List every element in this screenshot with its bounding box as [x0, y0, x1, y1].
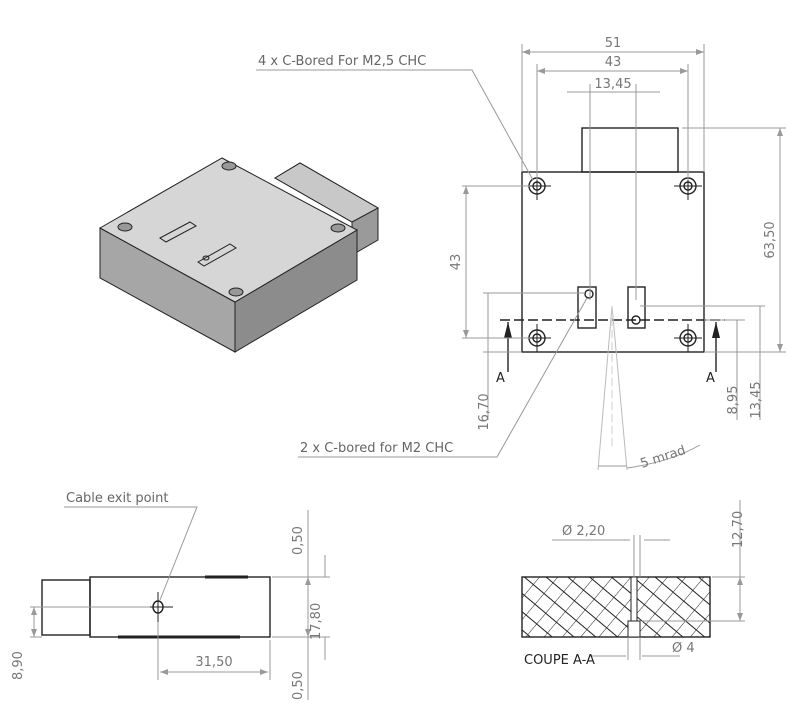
dim-hole-spacing-x: 43	[605, 55, 622, 70]
dim-depth: 12,70	[731, 511, 746, 548]
dim-hole-spacing-y: 43	[449, 254, 464, 271]
dim-exit-height: 8,90	[11, 651, 26, 680]
section-marker-left: A	[496, 371, 505, 386]
dim-section-y: 8,95	[726, 386, 741, 415]
dim-slot-right-y: 13,45	[749, 381, 764, 418]
dim-top-gap: 0,50	[291, 526, 306, 555]
section-marker-right: A	[706, 371, 715, 386]
cable-exit-callout: Cable exit point	[66, 491, 169, 506]
dim-width-total: 51	[605, 36, 622, 51]
beam-divergence: 5 mrad	[639, 443, 688, 472]
callout-slots: 2 x C-bored for M2 CHC	[300, 441, 453, 456]
iso-top-face	[98, 157, 359, 303]
callout-holes: 4 x C-Bored For M2,5 CHC	[258, 54, 426, 69]
dim-height-total: 63,50	[763, 221, 778, 258]
dim-small-bore: Ø 2,20	[562, 524, 605, 539]
top-view: A A 51 43 13,45 43 63,50 16,70 8,95 13,4…	[256, 36, 786, 472]
isometric-view	[98, 157, 380, 353]
dim-slot-left-y: 16,70	[477, 393, 492, 430]
section-view: Ø 2,20 Ø 4 12,70 COUPE A-A	[521, 500, 746, 668]
dim-bottom-gap: 0,50	[291, 671, 306, 700]
side-view: Cable exit point 8,90 31,50 0,50 17,80 0…	[11, 491, 330, 700]
dim-height: 17,80	[309, 603, 324, 640]
dim-large-bore: Ø 4	[672, 641, 695, 656]
section-title: COUPE A-A	[524, 653, 595, 668]
dim-slot-spacing: 13,45	[594, 77, 631, 92]
dim-exit-x: 31,50	[195, 655, 232, 670]
